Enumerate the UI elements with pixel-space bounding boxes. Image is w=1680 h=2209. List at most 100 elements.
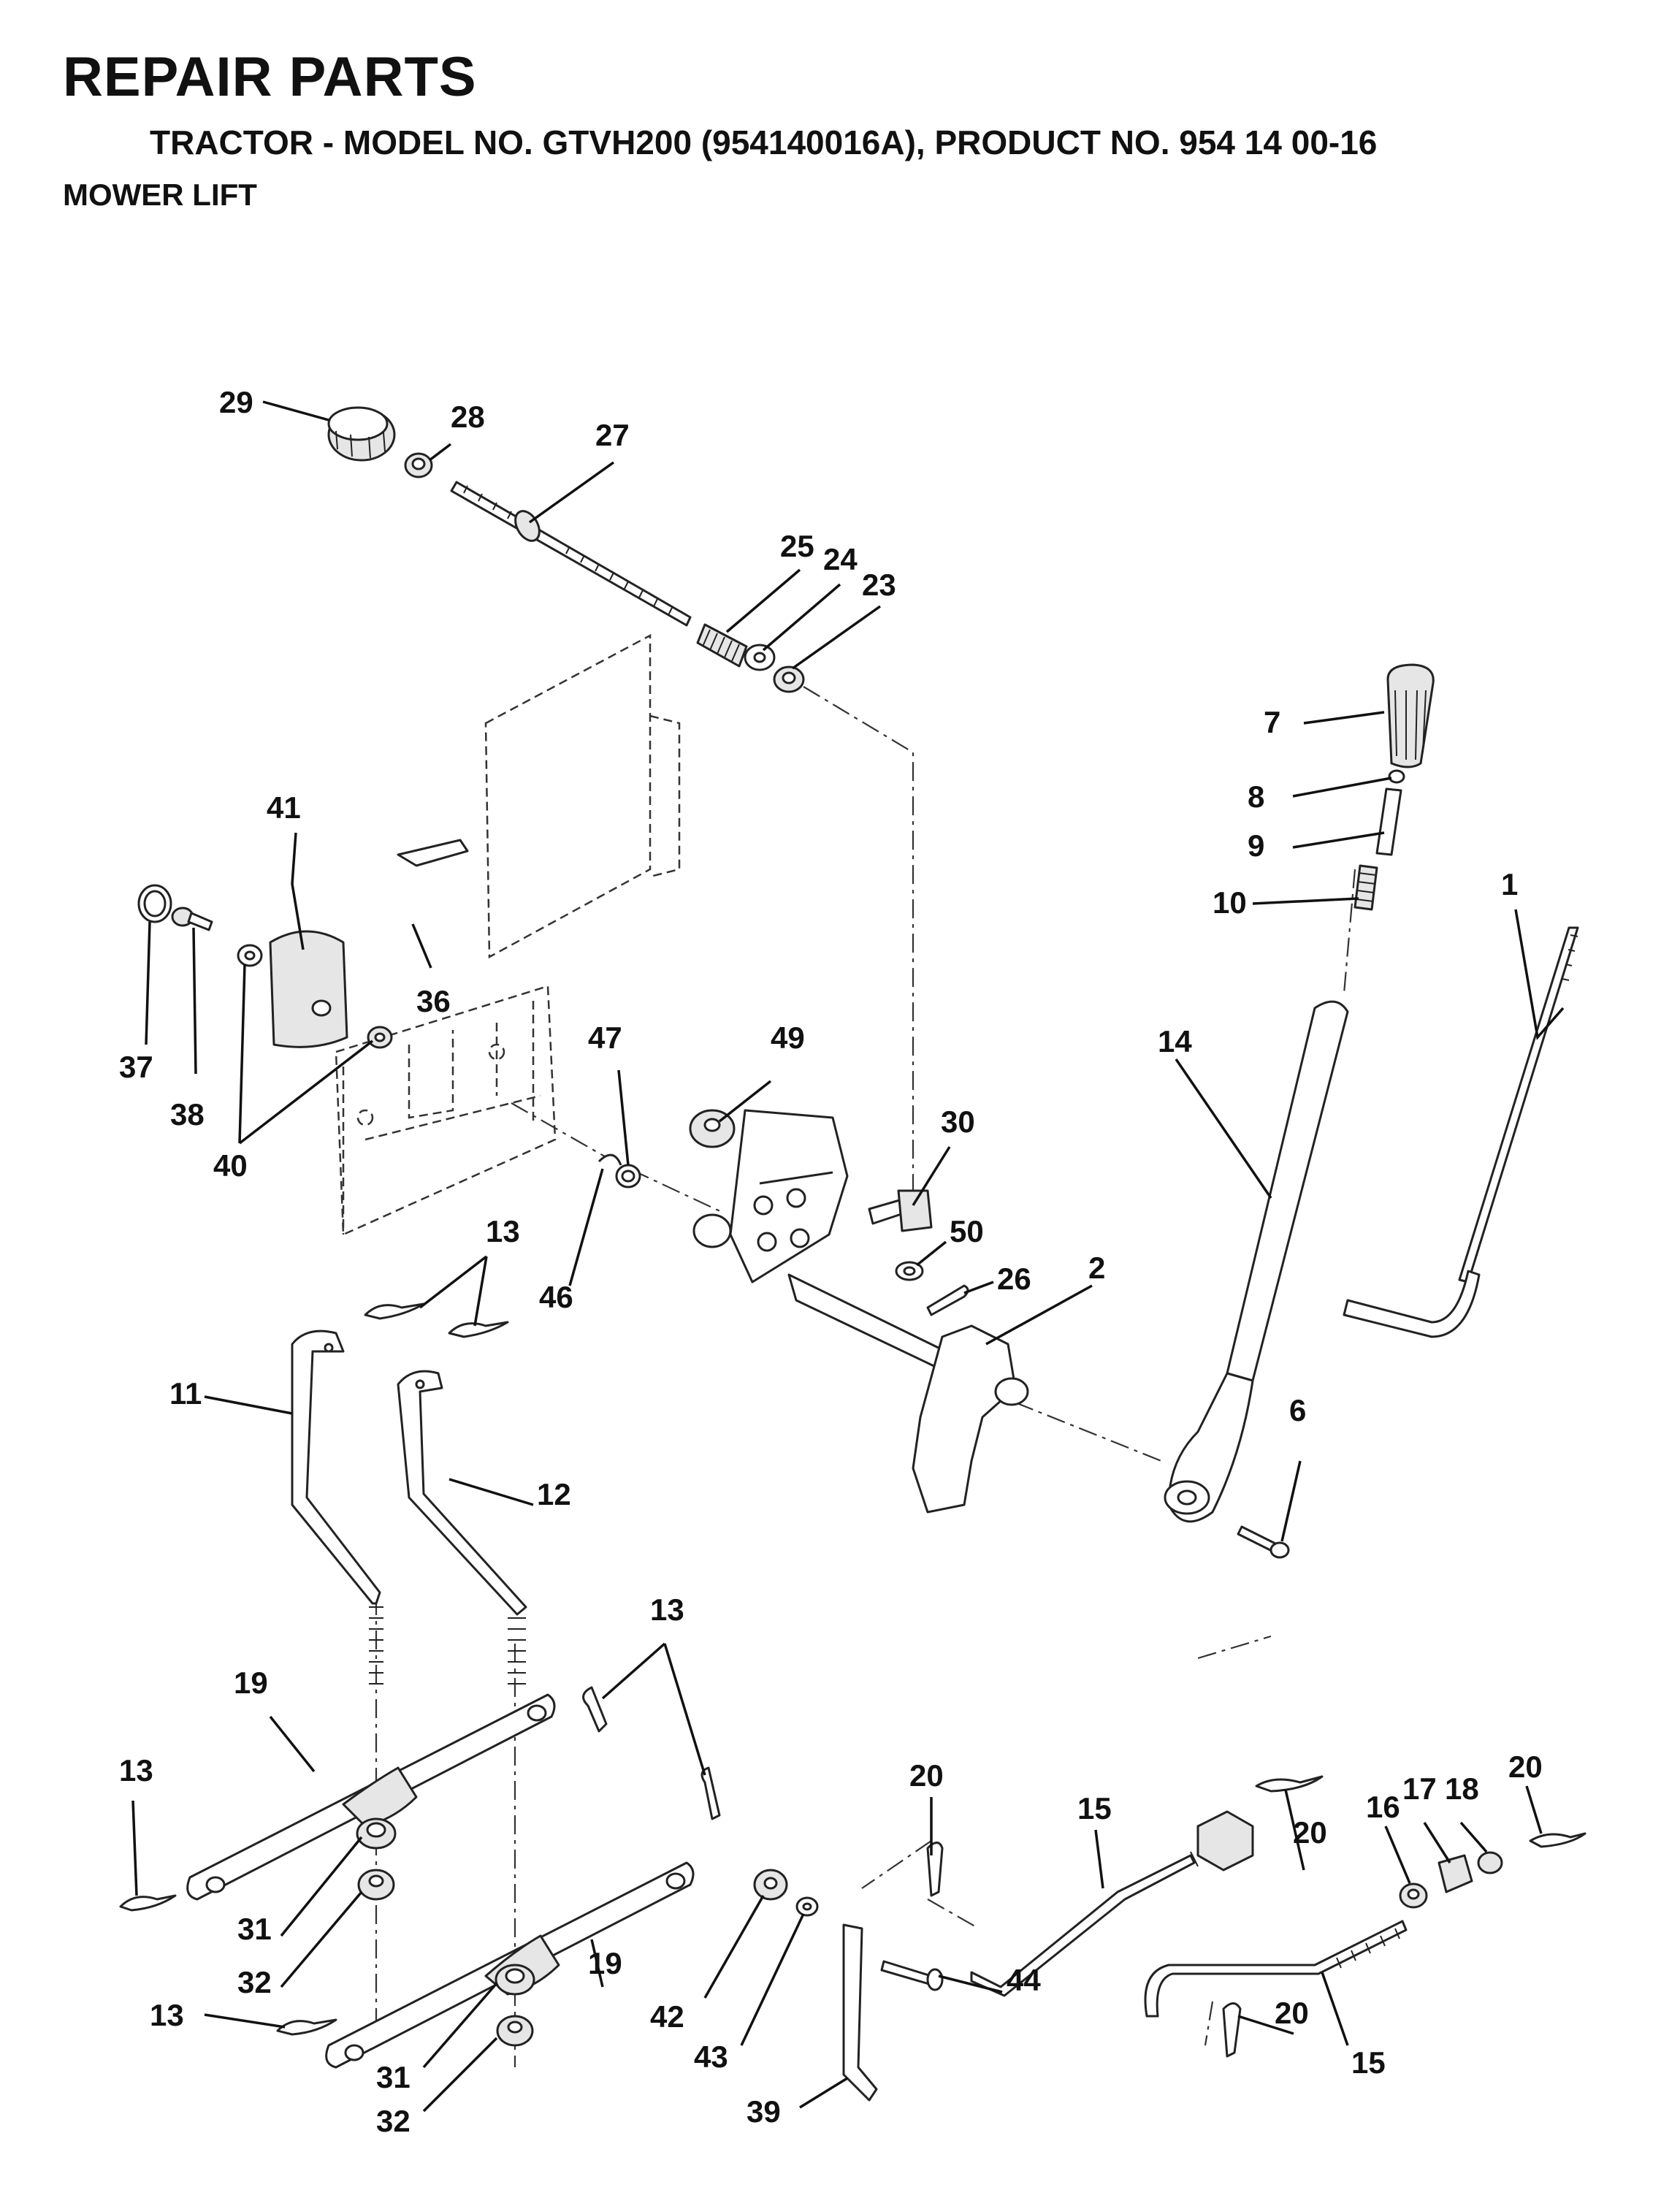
callout-14: 14 xyxy=(1158,1024,1192,1058)
stop-bracket-39 xyxy=(842,1923,878,2102)
adjuster-block-15a xyxy=(1196,1810,1254,1872)
callout-10: 10 xyxy=(1213,885,1247,920)
callout-6: 6 xyxy=(1289,1393,1306,1427)
callout-15: 15 xyxy=(1077,1791,1112,1825)
clip-36 xyxy=(397,839,469,867)
nut-32a xyxy=(357,1869,395,1901)
callout-47: 47 xyxy=(588,1020,622,1055)
hand-grip-7 xyxy=(1386,663,1435,768)
callout-20: 20 xyxy=(1508,1750,1543,1784)
callout-27: 27 xyxy=(595,418,630,452)
callout-13: 13 xyxy=(150,1998,184,2032)
callout-26: 26 xyxy=(997,1262,1031,1296)
hair-pin-13c xyxy=(582,1686,608,1733)
lift-rod-1 xyxy=(1343,926,1579,1338)
callout-17: 17 xyxy=(1402,1771,1437,1806)
callout-31: 31 xyxy=(237,1912,272,1946)
callout-19: 19 xyxy=(588,1946,622,1980)
tube-9 xyxy=(1375,787,1402,856)
callout-40: 40 xyxy=(213,1148,248,1183)
washer-47 xyxy=(615,1164,641,1189)
hair-pin-13b xyxy=(448,1321,509,1338)
lift-link-11 xyxy=(291,1329,383,1685)
callout-41: 41 xyxy=(267,790,301,825)
lift-shaft-bracket-2 xyxy=(692,1109,1029,1514)
washer-31b xyxy=(495,1964,535,1996)
callout-36: 36 xyxy=(416,984,451,1018)
callout-18: 18 xyxy=(1445,1771,1479,1806)
washer-40a xyxy=(237,944,263,967)
hair-pin-13a xyxy=(364,1302,425,1320)
bolt-44 xyxy=(880,1960,944,1991)
callout-37: 37 xyxy=(119,1050,153,1084)
callout-30: 30 xyxy=(941,1104,975,1139)
spring-25 xyxy=(696,623,748,668)
hair-pin-13e xyxy=(119,1894,177,1912)
washer-43 xyxy=(795,1896,819,1917)
callout-13: 13 xyxy=(119,1753,153,1788)
callout-29: 29 xyxy=(219,385,253,419)
hair-pin-13d xyxy=(700,1766,721,1820)
callout-50: 50 xyxy=(950,1214,984,1248)
callout-13: 13 xyxy=(486,1214,520,1248)
callout-28: 28 xyxy=(451,400,485,434)
callout-23: 23 xyxy=(862,568,896,602)
nut-28 xyxy=(404,452,433,478)
nut-18 xyxy=(1477,1851,1503,1874)
callout-32: 32 xyxy=(376,2104,411,2138)
callout-labels: 29 28 27 25 24 23 7 8 9 10 1 41 36 37 38… xyxy=(119,385,1543,2138)
hair-pin-13f xyxy=(276,2018,337,2036)
lift-lever-14 xyxy=(1164,1000,1349,1523)
spring-10 xyxy=(1353,864,1378,911)
lift-link-12 xyxy=(397,1370,527,1685)
page-title: REPAIR PARTS xyxy=(63,46,477,108)
callout-38: 38 xyxy=(170,1097,205,1132)
adjust-rod-15b xyxy=(1144,1920,1408,2018)
callout-19: 19 xyxy=(234,1666,268,1700)
adjuster-block-17 xyxy=(1437,1854,1473,1893)
plug-8 xyxy=(1388,769,1405,784)
callout-43: 43 xyxy=(694,2040,728,2074)
nut-23 xyxy=(773,665,805,693)
cotter-pin-26 xyxy=(926,1284,969,1316)
callout-25: 25 xyxy=(780,529,814,563)
nut-32b xyxy=(496,2015,534,2047)
callout-44: 44 xyxy=(1007,1963,1041,1997)
callout-42: 42 xyxy=(650,1999,684,2034)
model-subtitle: TRACTOR - MODEL NO. GTVH200 (954140016A)… xyxy=(150,123,1378,161)
callout-39: 39 xyxy=(747,2094,781,2129)
callout-2: 2 xyxy=(1088,1251,1105,1285)
hair-pin-20d xyxy=(1222,2002,1242,2058)
washer-40b xyxy=(367,1026,393,1049)
callout-46: 46 xyxy=(539,1280,573,1314)
callout-13: 13 xyxy=(650,1592,684,1627)
callout-32: 32 xyxy=(237,1965,272,1999)
hair-pin-20b xyxy=(1255,1775,1324,1793)
hair-pin-20c xyxy=(1529,1832,1587,1848)
section-title: MOWER LIFT xyxy=(63,178,257,212)
lift-arm-19a xyxy=(186,1693,556,1901)
callout-9: 9 xyxy=(1248,828,1264,863)
callout-7: 7 xyxy=(1264,705,1280,739)
callout-11: 11 xyxy=(169,1376,202,1411)
hair-pin-20a xyxy=(926,1842,944,1897)
washer-31a xyxy=(356,1817,397,1850)
washer-24 xyxy=(744,644,776,671)
snap-ring-37 xyxy=(137,884,172,923)
mount-bracket-41 xyxy=(269,930,348,1048)
callout-12: 12 xyxy=(537,1477,571,1511)
knob-29 xyxy=(327,406,396,462)
callout-1: 1 xyxy=(1501,867,1518,901)
bolt-6 xyxy=(1237,1525,1290,1559)
callout-20: 20 xyxy=(1275,1996,1309,2030)
callout-16: 16 xyxy=(1366,1790,1400,1824)
callout-15: 15 xyxy=(1351,2045,1386,2080)
frame-phantom-outline xyxy=(335,633,681,1236)
shoulder-bolt-38 xyxy=(171,907,213,931)
callout-8: 8 xyxy=(1248,779,1264,814)
nut-42 xyxy=(753,1869,788,1901)
callout-49: 49 xyxy=(771,1020,805,1055)
threaded-rod-27 xyxy=(450,481,692,627)
lock-washer-50 xyxy=(895,1261,924,1281)
